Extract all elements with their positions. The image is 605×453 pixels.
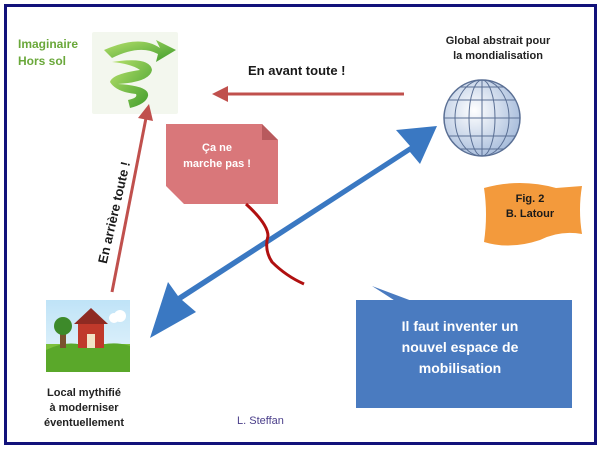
author-credit: L. Steffan bbox=[237, 415, 284, 427]
callout-line-2: nouvel espace de bbox=[401, 339, 519, 355]
imaginaire-label: Imaginaire Hors sol bbox=[18, 36, 108, 70]
local-line-1: Local mythifié bbox=[47, 387, 121, 399]
box-ca-ne-marche-pas bbox=[166, 124, 278, 204]
fig-line-2: B. Latour bbox=[505, 208, 555, 220]
note-fig-2-text: Fig. 2 B. Latour bbox=[490, 192, 570, 222]
callout-text: Il faut inventer un nouvel espace de mob… bbox=[360, 316, 560, 379]
local-line-3: éventuellement bbox=[43, 417, 125, 429]
note-fig-2 bbox=[484, 183, 582, 246]
arrow-arriere bbox=[110, 104, 153, 293]
callout-line-1: Il faut inventer un bbox=[401, 318, 519, 334]
box-ca-ne-marche-pas-text: Ça ne marche pas ! bbox=[162, 140, 272, 172]
global-line-2: la mondialisation bbox=[453, 50, 543, 62]
green-swirl-arrow-icon bbox=[92, 32, 178, 114]
box-line-2: marche pas ! bbox=[183, 158, 251, 170]
arrow-avant-label: En avant toute ! bbox=[248, 63, 346, 78]
global-line-1: Global abstrait pour bbox=[445, 35, 551, 47]
local-line-2: à moderniser bbox=[49, 402, 119, 414]
red-squiggle bbox=[244, 202, 305, 286]
globe-icon bbox=[443, 79, 521, 157]
box-line-1: Ça ne bbox=[202, 142, 232, 154]
imaginaire-line-2: Hors sol bbox=[18, 54, 67, 68]
local-label: Local mythifié à moderniser éventuelleme… bbox=[12, 386, 156, 431]
global-label: Global abstrait pour la mondialisation bbox=[408, 34, 588, 64]
arrow-avant bbox=[212, 86, 404, 102]
callout-box bbox=[356, 286, 572, 408]
imaginaire-line-1: Imaginaire bbox=[18, 37, 79, 51]
fig-line-1: Fig. 2 bbox=[515, 193, 545, 205]
farm-icon bbox=[46, 300, 130, 372]
callout-line-3: mobilisation bbox=[418, 360, 502, 376]
arrow-bidirectional bbox=[150, 126, 437, 338]
